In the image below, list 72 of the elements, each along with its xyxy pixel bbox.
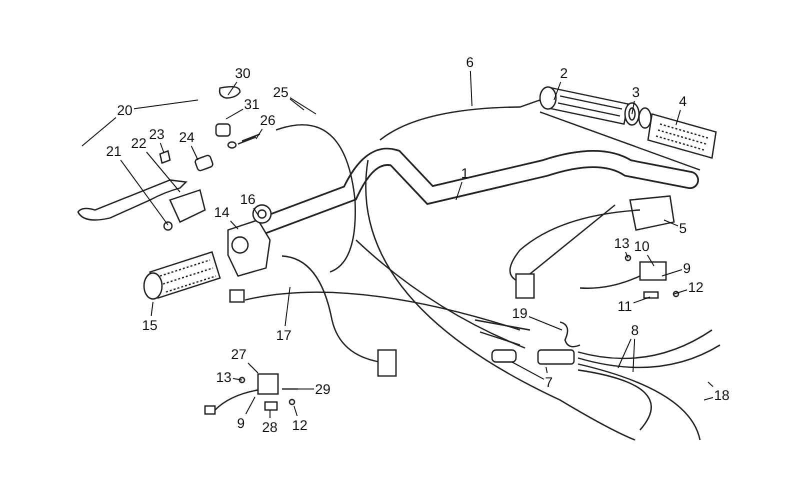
leader-line: [284, 286, 290, 326]
leader-line: [512, 362, 544, 380]
leader-line: [298, 388, 314, 390]
leader-line: [245, 396, 256, 414]
leader-line: [290, 97, 316, 114]
callout-number: 26: [260, 112, 276, 128]
callout-number: 23: [149, 126, 165, 142]
callout-number: 17: [276, 327, 292, 343]
leader-line: [146, 152, 180, 192]
callout-number: 21: [106, 143, 122, 159]
leader-line: [232, 378, 242, 380]
leader-line: [120, 160, 168, 226]
leader-line: [546, 366, 548, 374]
leader-line: [618, 338, 632, 368]
leader-line: [632, 338, 636, 372]
leader-line: [150, 302, 154, 316]
leader-line: [633, 296, 650, 304]
leader-line: [554, 82, 562, 100]
callout-number: 13: [216, 369, 232, 385]
leader-line: [625, 252, 628, 258]
leader-line: [190, 146, 198, 160]
leader-line: [646, 254, 654, 266]
leader-line: [470, 70, 472, 106]
leader-line: [708, 382, 714, 388]
leader-line: [256, 128, 263, 140]
leader-line: [248, 362, 258, 374]
callout-number: 29: [315, 381, 331, 397]
leader-line: [134, 100, 198, 110]
callout-number: 22: [131, 135, 147, 151]
callout-number: 7: [545, 374, 553, 390]
callout-number: 20: [117, 102, 133, 118]
callout-number: 2: [560, 65, 568, 81]
leader-line: [160, 142, 164, 154]
callout-number: 1: [461, 165, 469, 181]
callout-number: 3: [632, 84, 640, 100]
leader-line: [253, 208, 258, 216]
callout-number: 31: [244, 96, 260, 112]
leader-line: [456, 182, 462, 200]
callout-number: 11: [618, 298, 632, 314]
callout-number: 24: [179, 129, 195, 145]
leader-line: [632, 100, 635, 114]
callout-number: 9: [237, 415, 245, 431]
callout-number: 16: [240, 191, 256, 207]
callout-number: 25: [273, 84, 289, 100]
callout-number: 15: [142, 317, 158, 333]
callout-number: 6: [466, 54, 474, 70]
leader-line: [664, 220, 678, 226]
callout-number: 30: [235, 65, 251, 81]
leader-line: [704, 397, 714, 400]
leader-line: [662, 269, 682, 276]
callout-number: 8: [631, 322, 639, 338]
leader-line: [230, 220, 238, 230]
leader-line: [228, 82, 238, 96]
leader-line: [290, 98, 304, 110]
callout-number: 13: [614, 235, 630, 251]
callout-number: 28: [262, 419, 278, 435]
callout-number: 12: [688, 279, 704, 295]
leader-line: [82, 117, 116, 146]
callout-number: 10: [634, 238, 650, 254]
callout-number: 9: [683, 260, 691, 276]
callout-number: 27: [231, 346, 247, 362]
callout-number: 14: [214, 204, 230, 220]
callout-number: 5: [679, 220, 687, 236]
callout-number: 19: [512, 305, 528, 321]
leader-line: [674, 289, 688, 294]
leader-line: [226, 108, 244, 120]
callout-number: 12: [292, 417, 308, 433]
callout-number: 18: [714, 387, 730, 403]
leader-line: [528, 316, 562, 330]
leader-line: [294, 406, 298, 416]
callout-number: 4: [679, 93, 687, 109]
leader-line: [676, 110, 681, 126]
